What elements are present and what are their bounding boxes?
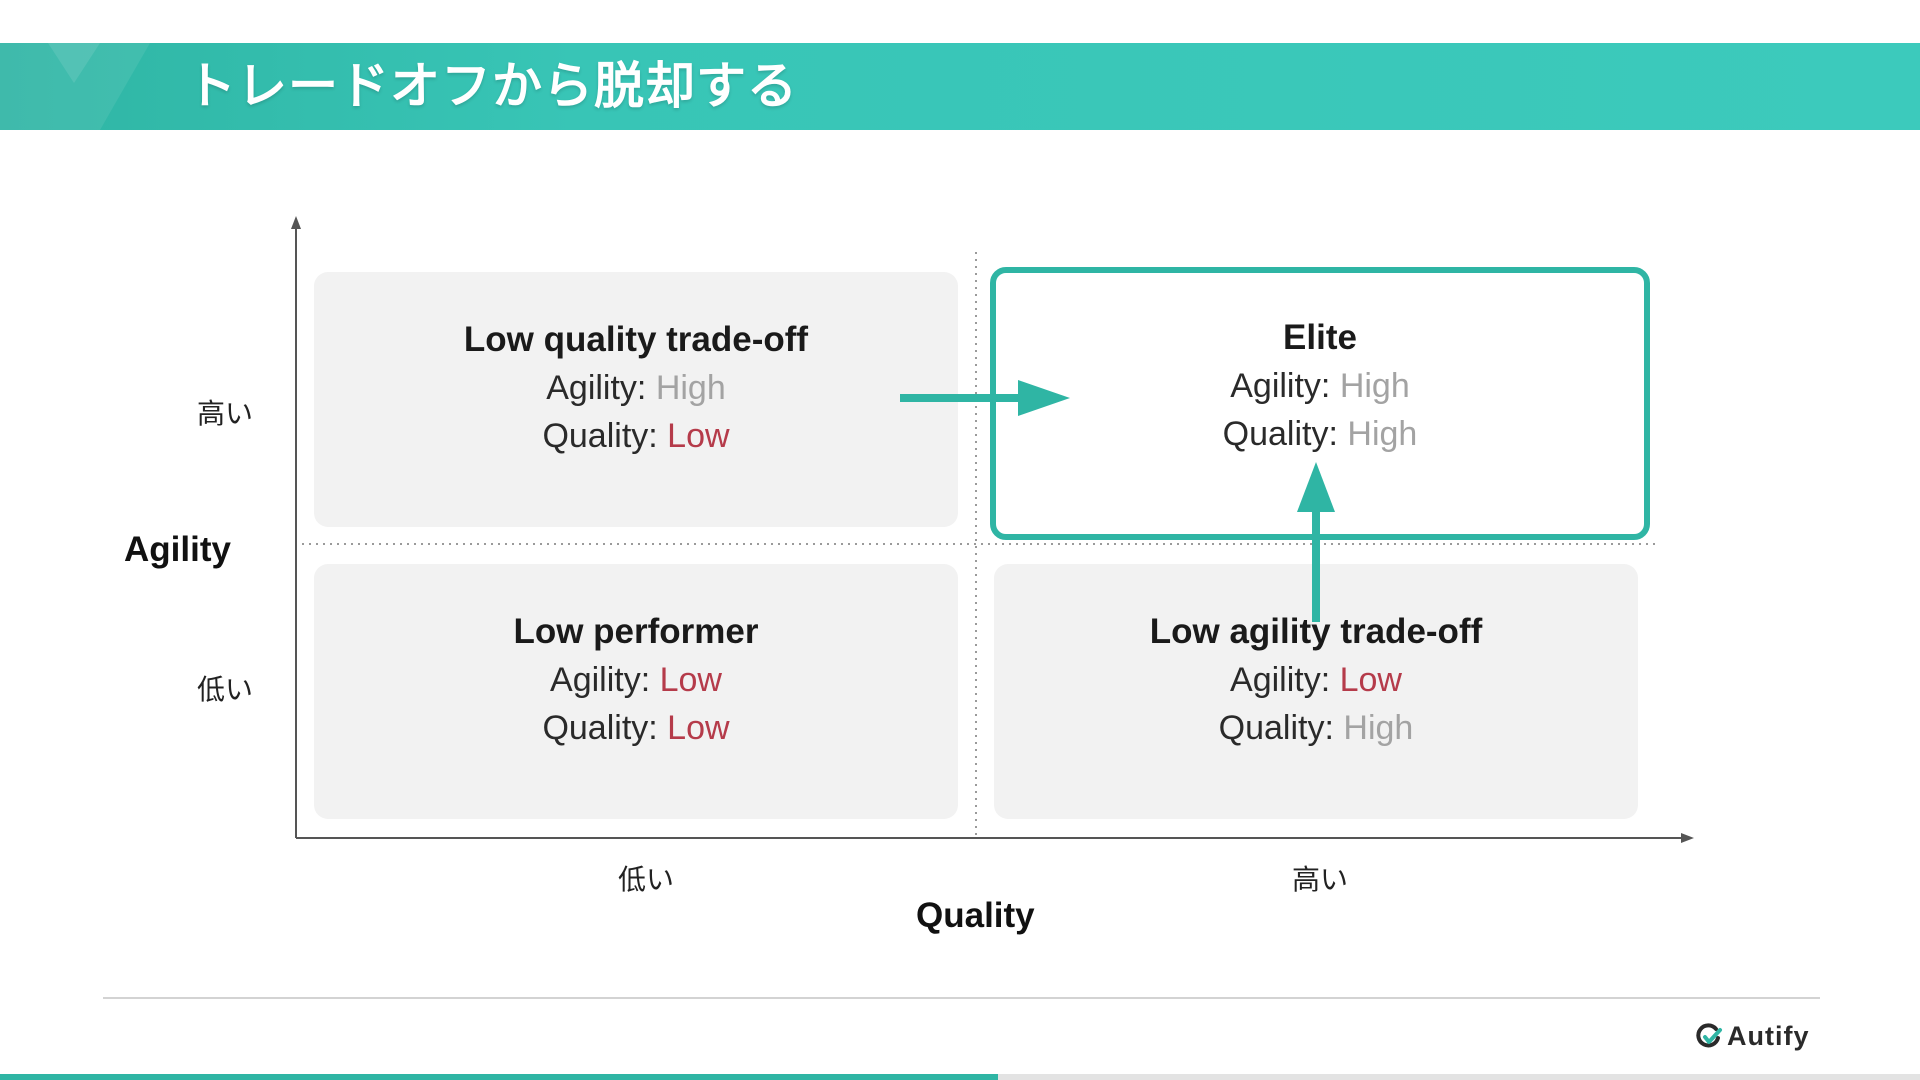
quadrant-low-performer: Low performer Agility: Low Quality: Low [314, 564, 958, 819]
x-tick-high: 高い [1292, 863, 1349, 896]
footer-divider [103, 997, 1820, 999]
quality-row: Quality: High [996, 417, 1644, 451]
agility-row: Agility: High [314, 371, 958, 405]
quadrant-title: Elite [1283, 318, 1357, 357]
title-banner: トレードオフから脱却する [0, 43, 1920, 130]
agility-value: High [655, 369, 726, 407]
quadrant-title: Low performer [513, 612, 759, 651]
slide-progress-bar [0, 1074, 1920, 1080]
quality-label: Quality: [1222, 415, 1338, 453]
agility-label: Agility: [550, 661, 651, 699]
quality-row: Quality: Low [314, 711, 958, 745]
quality-value: High [1347, 415, 1418, 453]
x-tick-low: 低い [618, 863, 675, 896]
x-axis-arrowhead [1681, 833, 1694, 843]
y-axis-label: Agility [124, 530, 231, 569]
quadrant-low-agility-trade-off: Low agility trade-off Agility: Low Quali… [994, 564, 1638, 819]
quadrant-title: Low agility trade-off [1149, 612, 1483, 651]
quadrant-low-quality-trade-off: Low quality trade-off Agility: High Qual… [314, 272, 958, 527]
agility-label: Agility: [546, 369, 647, 407]
x-axis-label: Quality [916, 896, 1035, 935]
agility-row: Agility: High [996, 369, 1644, 403]
agility-label: Agility: [1230, 661, 1331, 699]
quality-value: Low [667, 417, 730, 455]
quality-row: Quality: High [994, 711, 1638, 745]
agility-row: Agility: Low [314, 663, 958, 697]
slide-progress-fill [0, 1074, 999, 1080]
y-tick-low: 低い [197, 673, 254, 706]
agility-value: Low [659, 661, 722, 699]
quadrant-title: Low quality trade-off [463, 320, 809, 359]
quality-value: Low [667, 709, 730, 747]
agility-row: Agility: Low [994, 663, 1638, 697]
banner-chevron-decoration [0, 43, 150, 130]
quality-row: Quality: Low [314, 419, 958, 453]
agility-value: High [1339, 367, 1410, 405]
quadrant-elite: Elite Agility: High Quality: High [990, 267, 1650, 540]
y-axis-arrowhead [291, 216, 301, 229]
quality-label: Quality: [542, 417, 658, 455]
autify-logo: Autify [1693, 1018, 1810, 1054]
autify-logo-icon [1696, 1023, 1722, 1048]
quality-label: Quality: [1218, 709, 1334, 747]
quality-label: Quality: [542, 709, 658, 747]
quality-value: High [1343, 709, 1414, 747]
agility-value: Low [1339, 661, 1402, 699]
agility-label: Agility: [1230, 367, 1331, 405]
slide-title: トレードオフから脱却する [186, 57, 798, 115]
logo-text: Autify [1727, 1020, 1810, 1051]
y-tick-high: 高い [197, 397, 254, 430]
